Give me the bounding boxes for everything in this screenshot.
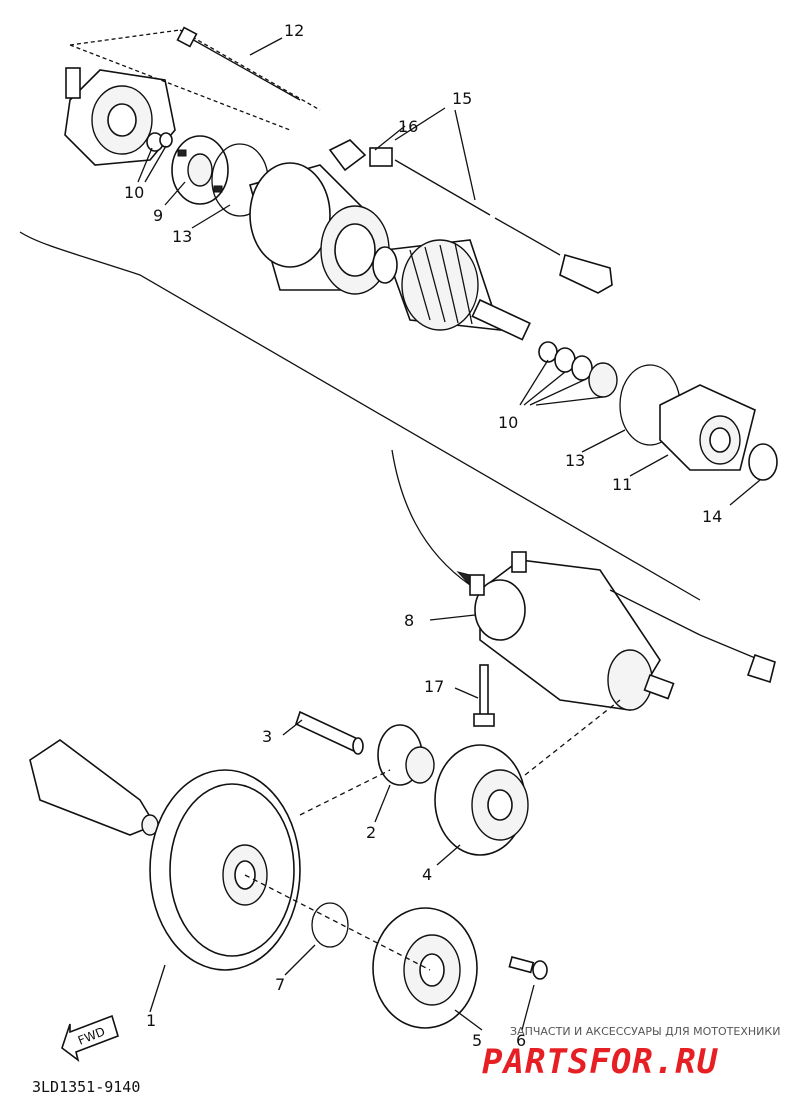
callout-8: 8 bbox=[404, 611, 414, 630]
callout-14: 14 bbox=[702, 507, 722, 526]
large-idler-gear bbox=[434, 744, 529, 856]
starter-yoke bbox=[249, 162, 390, 295]
callout-3: 3 bbox=[262, 727, 272, 746]
watermark-caption: ЗАПЧАСТИ И АКСЕССУАРЫ ДЛЯ МОТОТЕХНИКИ bbox=[510, 1025, 781, 1038]
starter-wheel-gear bbox=[149, 769, 301, 971]
forward-direction-arrow: FWD bbox=[61, 1014, 119, 1062]
callout-9: 9 bbox=[153, 206, 163, 225]
callout-7: 7 bbox=[275, 975, 285, 994]
callout-2: 2 bbox=[366, 823, 376, 842]
washer bbox=[159, 132, 173, 148]
clutch-screw bbox=[508, 956, 548, 980]
callout-17: 17 bbox=[424, 677, 444, 696]
callout-4: 4 bbox=[422, 865, 432, 884]
callout-15: 15 bbox=[452, 89, 472, 108]
callout-1: 1 bbox=[146, 1011, 156, 1030]
crankshaft-end bbox=[29, 739, 159, 836]
frame-lines bbox=[69, 29, 321, 131]
idler-shaft bbox=[295, 710, 364, 755]
watermark-logo: PARTSFOR.RU bbox=[482, 1042, 719, 1082]
callout-16: 16 bbox=[398, 117, 418, 136]
circlip bbox=[311, 902, 349, 948]
washer bbox=[588, 362, 618, 398]
assembly-arrow bbox=[391, 449, 471, 586]
starter-motor-assembly bbox=[469, 551, 776, 711]
section-divider-line bbox=[19, 231, 701, 601]
washer bbox=[571, 355, 593, 381]
callout-13-upper: 13 bbox=[172, 227, 192, 246]
idler-gear bbox=[377, 724, 435, 786]
callout-12: 12 bbox=[284, 21, 304, 40]
lead-wire bbox=[328, 139, 613, 294]
o-ring bbox=[748, 443, 778, 481]
callout-5: 5 bbox=[472, 1031, 482, 1050]
callout-13-lower: 13 bbox=[565, 451, 585, 470]
long-bolt bbox=[176, 26, 301, 101]
callout-6: 6 bbox=[516, 1031, 526, 1050]
mounting-bolt bbox=[473, 664, 495, 727]
diagram-code: 3LD1351-9140 bbox=[32, 1078, 141, 1096]
brush-plate bbox=[171, 135, 229, 205]
front-cover bbox=[659, 384, 756, 471]
callout-11: 11 bbox=[612, 475, 632, 494]
callout-10-lower: 10 bbox=[498, 413, 518, 432]
leader-lines bbox=[137, 37, 761, 1031]
callout-10-upper: 10 bbox=[124, 183, 144, 202]
starter-end-cover bbox=[64, 67, 176, 166]
armature bbox=[372, 239, 531, 341]
